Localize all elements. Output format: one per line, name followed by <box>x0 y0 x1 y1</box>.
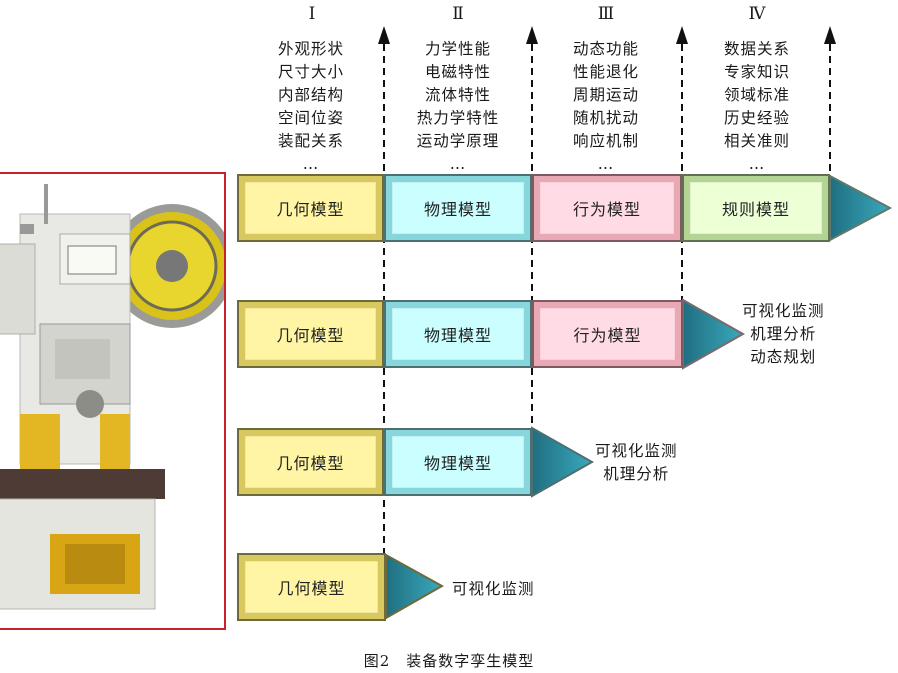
phase-label-2: Ⅱ <box>452 4 464 24</box>
row1-physical-model: 物理模型 <box>384 174 532 242</box>
list-item: 力学性能 <box>424 40 491 58</box>
row4-arrow-head-icon <box>385 553 445 620</box>
row2-behavioral-model: 行为模型 <box>532 300 683 368</box>
row3-applications: 可视化监测 机理分析 <box>595 440 678 486</box>
row2-applications: 可视化监测 机理分析 动态规划 <box>742 300 825 369</box>
row4-geometric-model: 几何模型 <box>237 553 386 621</box>
list-item: 历史经验 <box>723 109 790 127</box>
list-item: 领域标准 <box>723 86 790 104</box>
list-item: 流体特性 <box>424 86 491 104</box>
row2-arrow-head-icon <box>682 298 746 370</box>
list-item: 性能退化 <box>572 63 639 81</box>
list-item: 随机扰动 <box>572 109 639 127</box>
row3-arrow-head-icon <box>531 426 595 498</box>
punch-press-illustration <box>0 184 224 610</box>
list-item: … <box>302 155 320 173</box>
phase-label-3: Ⅲ <box>597 4 615 24</box>
row3-geometric-model: 几何模型 <box>237 428 384 496</box>
list-item: 装配关系 <box>277 132 344 150</box>
row1-rule-model: 规则模型 <box>682 174 830 242</box>
list-item: … <box>597 155 615 173</box>
row1-behavioral-model: 行为模型 <box>532 174 682 242</box>
phase-4-attribute-list: 数据关系 专家知识 领域标准 历史经验 相关准则 … <box>697 38 817 176</box>
phase-label-4: Ⅳ <box>748 4 766 24</box>
row2-geometric-model: 几何模型 <box>237 300 384 368</box>
phase-label-1: Ⅰ <box>308 4 316 24</box>
arrow-up-icon <box>526 26 538 44</box>
application-item: 可视化监测 <box>595 442 678 460</box>
list-item: 动态功能 <box>572 40 639 58</box>
equipment-photo <box>0 172 226 630</box>
application-item: 机理分析 <box>603 465 670 483</box>
phase-3-attribute-list: 动态功能 性能退化 周期运动 随机扰动 响应机制 … <box>546 38 666 176</box>
list-item: 周期运动 <box>572 86 639 104</box>
application-item: 可视化监测 <box>452 580 535 598</box>
phase-2-attribute-list: 力学性能 电磁特性 流体特性 热力学特性 运动学原理 … <box>398 38 518 176</box>
list-item: 相关准则 <box>723 132 790 150</box>
list-item: 热力学特性 <box>416 109 500 127</box>
row3-physical-model: 物理模型 <box>384 428 532 496</box>
list-item: 运动学原理 <box>416 132 500 150</box>
arrow-up-icon <box>676 26 688 44</box>
list-item: 数据关系 <box>723 40 790 58</box>
row2-physical-model: 物理模型 <box>384 300 532 368</box>
application-item: 机理分析 <box>750 325 817 343</box>
figure-caption: 图2 装备数字孪生模型 <box>363 652 535 670</box>
list-item: 尺寸大小 <box>277 63 344 81</box>
application-item: 可视化监测 <box>742 302 825 320</box>
list-item: 响应机制 <box>572 132 639 150</box>
list-item: … <box>748 155 766 173</box>
arrow-up-icon <box>824 26 836 44</box>
application-item: 动态规划 <box>750 348 817 366</box>
list-item: 内部结构 <box>277 86 344 104</box>
row1-geometric-model: 几何模型 <box>237 174 384 242</box>
list-item: … <box>449 155 467 173</box>
row1-arrow-head-icon <box>829 174 893 242</box>
list-item: 专家知识 <box>723 63 790 81</box>
list-item: 外观形状 <box>277 40 344 58</box>
phase-1-attribute-list: 外观形状 尺寸大小 内部结构 空间位姿 装配关系 … <box>251 38 371 176</box>
list-item: 电磁特性 <box>424 63 491 81</box>
arrow-up-icon <box>378 26 390 44</box>
list-item: 空间位姿 <box>277 109 344 127</box>
row4-applications: 可视化监测 <box>452 578 535 601</box>
